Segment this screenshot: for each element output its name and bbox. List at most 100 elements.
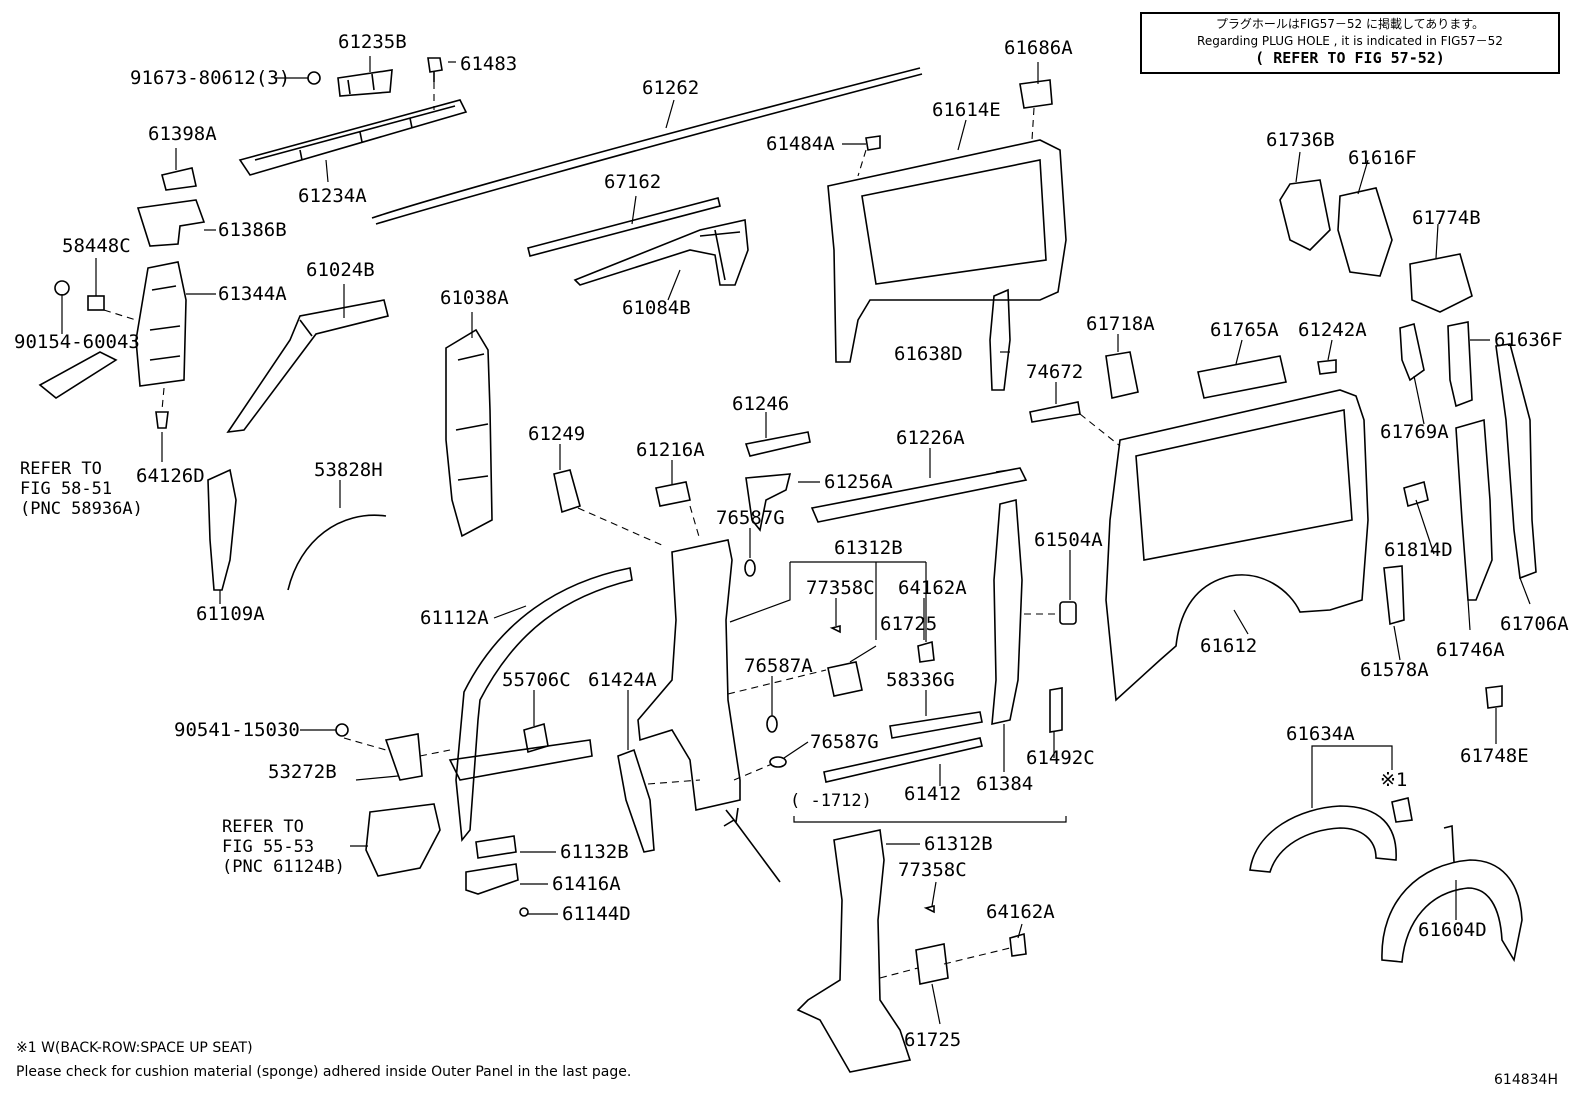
- label-64162A-upper[interactable]: 64162A: [898, 577, 967, 599]
- part-shape-76587A[interactable]: [766, 715, 778, 733]
- label-61312B-upper[interactable]: 61312B: [834, 537, 903, 559]
- part-shape-61748E[interactable]: [1485, 685, 1503, 709]
- label-61748E[interactable]: 61748E: [1460, 745, 1529, 767]
- part-shape-58336G[interactable]: [889, 711, 983, 739]
- part-shape-61312B-assembly[interactable]: [637, 539, 741, 811]
- part-shape-61636F[interactable]: [1447, 321, 1473, 408]
- label-61492C[interactable]: 61492C: [1026, 747, 1095, 769]
- label-90154-60043[interactable]: 90154-60043: [14, 331, 140, 353]
- part-shape-61024B[interactable]: [226, 299, 389, 434]
- label-61614E[interactable]: 61614E: [932, 99, 1001, 121]
- label-61234A[interactable]: 61234A: [298, 185, 367, 207]
- ref1-line3[interactable]: (PNC 58936A): [20, 499, 143, 519]
- part-shape-61234A[interactable]: [238, 99, 468, 176]
- part-shape-61504A[interactable]: [1059, 601, 1077, 625]
- label-61504A[interactable]: 61504A: [1034, 529, 1103, 551]
- part-shape-mark1-piece[interactable]: [1391, 797, 1413, 823]
- part-shape-61344A[interactable]: [135, 261, 187, 387]
- label-61109A[interactable]: 61109A: [196, 603, 265, 625]
- label-61112A[interactable]: 61112A: [420, 607, 489, 629]
- part-shape-61725-upper[interactable]: [827, 661, 863, 697]
- ref2-line2[interactable]: FIG 55-53: [222, 837, 314, 857]
- part-shape-76587G-upper[interactable]: [744, 559, 756, 577]
- label-76587G-upper[interactable]: 76587G: [716, 507, 785, 529]
- part-shape-61412[interactable]: [823, 737, 983, 783]
- label-91673-80612[interactable]: 91673-80612(3): [130, 67, 290, 89]
- label-61249[interactable]: 61249: [528, 423, 585, 445]
- part-shape-61736B[interactable]: [1279, 179, 1331, 251]
- part-shape-61616F[interactable]: [1337, 187, 1393, 277]
- part-shape-61216A[interactable]: [655, 481, 691, 507]
- part-shape-61492C[interactable]: [1049, 687, 1063, 733]
- label-61256A[interactable]: 61256A: [824, 471, 893, 493]
- label-61725-upper[interactable]: 61725: [880, 613, 937, 635]
- part-shape-64126D[interactable]: [155, 411, 169, 429]
- label-61344A[interactable]: 61344A: [218, 283, 287, 305]
- label-61262[interactable]: 61262: [642, 77, 699, 99]
- label-61024B[interactable]: 61024B: [306, 259, 375, 281]
- label-53828H[interactable]: 53828H: [314, 459, 383, 481]
- label-61144D[interactable]: 61144D: [562, 903, 631, 925]
- label-61765A[interactable]: 61765A: [1210, 319, 1279, 341]
- part-shape-61038A[interactable]: [445, 328, 493, 538]
- label-61484A[interactable]: 61484A: [766, 133, 835, 155]
- label-61416A[interactable]: 61416A: [552, 873, 621, 895]
- part-shape-61235B[interactable]: [337, 69, 393, 97]
- part-shape-58448C[interactable]: [87, 295, 105, 311]
- label-77358C-upper[interactable]: 77358C: [806, 577, 875, 599]
- label-76587A[interactable]: 76587A: [744, 655, 813, 677]
- label-58336G[interactable]: 58336G: [886, 669, 955, 691]
- label-61636F[interactable]: 61636F: [1494, 329, 1563, 351]
- label-61774B[interactable]: 61774B: [1412, 207, 1481, 229]
- label-64162A-lower[interactable]: 64162A: [986, 901, 1055, 923]
- part-shape-90154[interactable]: [54, 280, 70, 296]
- label-61246[interactable]: 61246: [732, 393, 789, 415]
- part-shape-61386B[interactable]: [136, 199, 206, 247]
- part-shape-61638D[interactable]: [989, 288, 1011, 391]
- part-shape-61262[interactable]: [371, 67, 923, 225]
- part-shape-61132B[interactable]: [475, 835, 517, 859]
- part-shape-90541[interactable]: [335, 723, 349, 737]
- part-shape-74672[interactable]: [1029, 401, 1081, 423]
- label-61616F[interactable]: 61616F: [1348, 147, 1417, 169]
- part-shape-58936A[interactable]: [38, 351, 118, 399]
- part-shape-53828H[interactable]: [287, 514, 387, 591]
- label-61424A[interactable]: 61424A: [588, 669, 657, 691]
- part-shape-61765A[interactable]: [1197, 355, 1287, 399]
- label-61216A[interactable]: 61216A: [636, 439, 705, 461]
- label-61604D[interactable]: 61604D: [1418, 919, 1487, 941]
- part-shape-55706C[interactable]: [523, 722, 549, 754]
- label-61242A[interactable]: 61242A: [1298, 319, 1367, 341]
- ref1-line1[interactable]: REFER TO: [20, 459, 102, 479]
- label-61718A[interactable]: 61718A: [1086, 313, 1155, 335]
- part-shape-77358C-lower[interactable]: [923, 904, 935, 914]
- label-61084B[interactable]: 61084B: [622, 297, 691, 319]
- part-shape-61746A[interactable]: [1455, 418, 1493, 601]
- label-90541-15030[interactable]: 90541-15030: [174, 719, 300, 741]
- part-shape-61312B-lower[interactable]: [796, 829, 912, 1073]
- label-61725-lower[interactable]: 61725: [904, 1029, 961, 1051]
- label-64126D[interactable]: 64126D: [136, 465, 205, 487]
- label-61038A[interactable]: 61038A: [440, 287, 509, 309]
- label-61634A[interactable]: 61634A: [1286, 723, 1355, 745]
- ref2-line3[interactable]: (PNC 61124B): [222, 857, 345, 877]
- label-61312B-lower[interactable]: 61312B: [924, 833, 993, 855]
- label-77358C-lower[interactable]: 77358C: [898, 859, 967, 881]
- part-shape-61483[interactable]: [427, 57, 443, 82]
- label-61578A[interactable]: 61578A: [1360, 659, 1429, 681]
- part-shape-61144D[interactable]: [519, 907, 529, 917]
- part-shape-77358C-upper[interactable]: [829, 624, 841, 634]
- label-74672[interactable]: 74672: [1026, 361, 1083, 383]
- note-refer-link[interactable]: ( REFER TO FIG 57-52): [1255, 49, 1445, 67]
- label-55706C[interactable]: 55706C: [502, 669, 571, 691]
- part-shape-61084B[interactable]: [573, 219, 749, 286]
- label-61612[interactable]: 61612: [1200, 635, 1257, 657]
- label-61412[interactable]: 61412: [904, 783, 961, 805]
- label-53272B[interactable]: 53272B: [268, 761, 337, 783]
- part-shape-61578A[interactable]: [1383, 565, 1405, 626]
- part-shape-53272B[interactable]: [384, 733, 423, 781]
- label-67162[interactable]: 67162: [604, 171, 661, 193]
- part-shape-61249[interactable]: [553, 469, 581, 514]
- label-61814D[interactable]: 61814D: [1384, 539, 1453, 561]
- part-shape-61718A[interactable]: [1105, 351, 1139, 399]
